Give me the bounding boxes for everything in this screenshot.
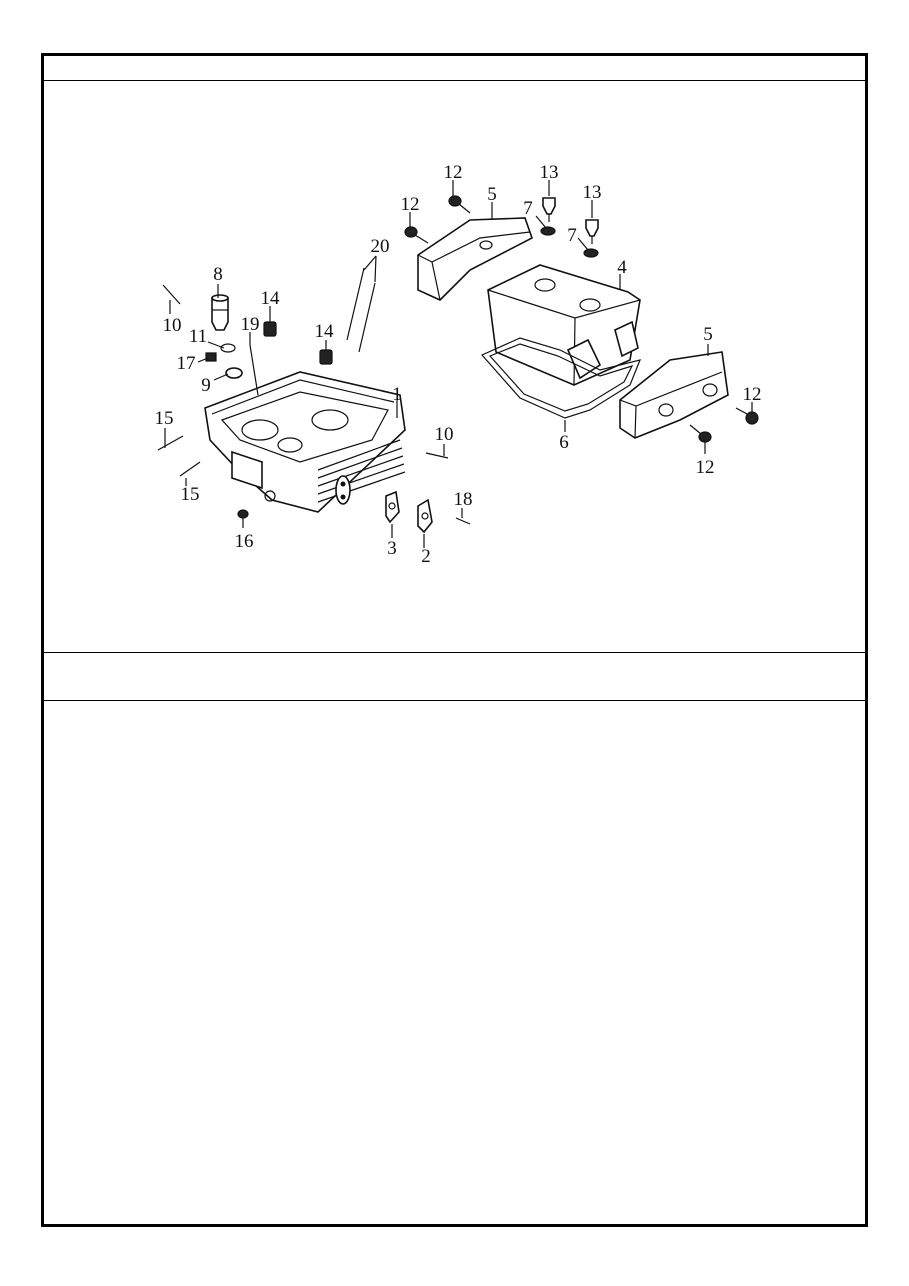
left-side-cover-part <box>417 217 533 301</box>
valve-spring-cap-14-right <box>319 349 333 365</box>
callout-labels: 1 2 3 4 5 5 6 7 7 8 9 10 10 11 12 12 12 … <box>155 162 762 567</box>
page-frame <box>41 53 868 1227</box>
gasket-2 <box>417 498 433 534</box>
cylinder-head-part <box>204 371 406 513</box>
stud-10-right <box>425 452 449 459</box>
callout-15-lower: 15 <box>181 484 200 505</box>
callout-14-right: 14 <box>315 321 335 342</box>
cap-bolt-13-right <box>585 219 599 244</box>
gasket-3 <box>385 490 400 524</box>
callout-8: 8 <box>213 264 223 285</box>
callout-5-left: 5 <box>487 184 497 205</box>
cap-bolt-13-left <box>542 197 556 222</box>
callout-20: 20 <box>371 236 390 257</box>
plug-16 <box>237 509 249 519</box>
right-side-cover-part <box>619 351 729 439</box>
callout-19: 19 <box>241 314 260 335</box>
pushrod-20-left <box>346 267 365 341</box>
callout-12-bottom: 12 <box>696 457 715 478</box>
callout-9: 9 <box>201 375 211 396</box>
table-header-divider <box>44 700 865 701</box>
o-ring-11 <box>220 343 236 353</box>
callout-13-left: 13 <box>540 162 559 183</box>
callout-17: 17 <box>177 353 196 374</box>
dowel-pin-15-lower <box>179 461 201 477</box>
callout-14-left: 14 <box>261 288 281 309</box>
callout-10-right: 10 <box>435 424 454 445</box>
diagram-bottom-divider <box>44 652 865 653</box>
pushrod-20-right <box>358 282 376 353</box>
cover-gasket-part <box>481 337 641 419</box>
plug-17 <box>205 352 217 362</box>
bolt-12-right <box>735 407 759 425</box>
callout-16: 16 <box>235 531 254 552</box>
bolt-18 <box>455 517 471 525</box>
callout-7-right: 7 <box>567 225 577 246</box>
callout-6: 6 <box>559 432 569 453</box>
callout-1: 1 <box>392 384 402 405</box>
gasket-9 <box>225 367 243 379</box>
callout-4: 4 <box>617 257 627 278</box>
callout-10-left: 10 <box>163 315 182 336</box>
callout-11: 11 <box>189 326 207 347</box>
washer-7-left <box>540 226 556 236</box>
callout-7-left: 7 <box>523 198 533 219</box>
cylinder-head-cover-part <box>487 264 641 386</box>
callout-13-right: 13 <box>583 182 602 203</box>
bolt-12-top <box>448 195 471 214</box>
valve-spring-cap-14-left <box>263 321 277 337</box>
leader-lines <box>164 180 753 548</box>
callout-12-top: 12 <box>444 162 463 183</box>
callout-5-right: 5 <box>703 324 713 345</box>
callout-2: 2 <box>421 546 431 567</box>
bolt-12-bottom <box>689 424 712 443</box>
washer-7-right <box>583 248 599 258</box>
callout-3: 3 <box>387 538 397 559</box>
callout-12-right: 12 <box>743 384 762 405</box>
stud-10-left <box>162 284 181 305</box>
spark-plug-8 <box>211 294 229 331</box>
dowel-pin-15-upper <box>157 435 184 451</box>
header-divider <box>44 80 865 81</box>
callout-15-upper: 15 <box>155 408 174 429</box>
callout-18: 18 <box>454 489 473 510</box>
callout-12-left: 12 <box>401 194 420 215</box>
bolt-12-left <box>404 226 429 244</box>
stud-19 <box>249 344 259 396</box>
